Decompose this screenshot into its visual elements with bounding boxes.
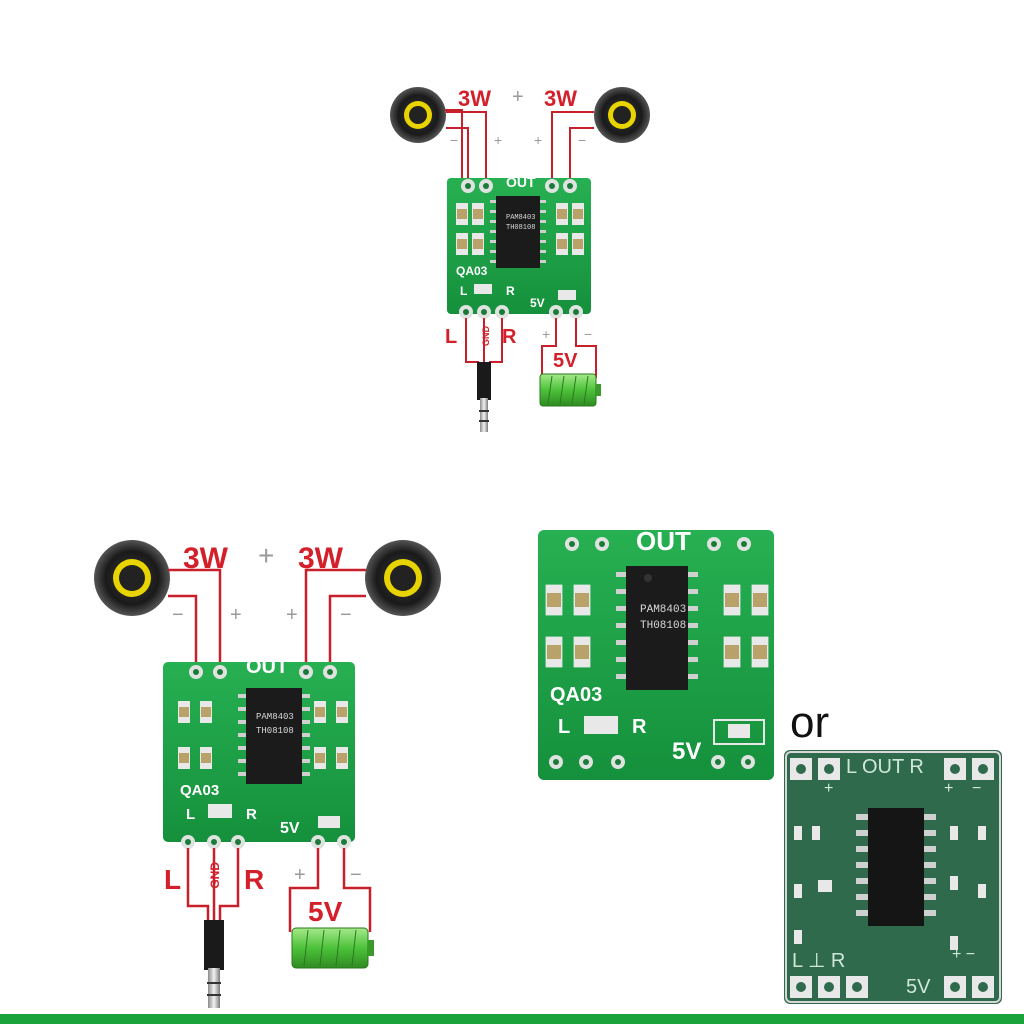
small-plus-b: + [534,132,543,148]
small-l-pad: L [460,284,468,298]
small-minus-b: − [578,132,587,148]
small-input-r: R [502,326,517,348]
alt-plus-right: + [944,780,954,797]
large-plus-b: + [286,604,298,626]
large-battery-label: 5V [308,896,343,927]
chip-small [496,196,540,268]
small-battery-label: 5V [553,350,578,372]
small-input-gnd: GND [481,326,491,346]
large-model-label: QA03 [180,782,220,799]
photo-chip-text2: TH08108 [640,620,687,632]
large-out-label: OUT [246,656,289,678]
alt-header-label: L OUT R [846,756,924,778]
large-input-r: R [244,864,265,895]
small-model-label: QA03 [456,264,488,278]
small-power-left: 3W [458,86,491,111]
large-input-l: L [164,864,182,895]
small-input-l: L [445,326,458,348]
board-alt [784,750,1002,1004]
photo-chip-text1: PAM8403 [640,604,687,616]
small-out-label: OUT [506,174,536,190]
large-chip-text2: TH08108 [256,726,294,736]
alt-bottom-right-label: 5V [906,976,931,998]
photo-model-label: QA03 [550,684,603,706]
large-bat-minus: − [350,864,362,886]
small-plus-mid: + [512,86,524,108]
photo-out-label: OUT [636,526,691,556]
speaker-left-large-icon [94,540,170,616]
large-minus-a: − [172,604,184,626]
speaker-right-large-icon [365,540,441,616]
battery-small-icon [539,373,601,407]
alt-minus-right: − [972,780,982,797]
large-power-right: 3W [298,542,343,575]
photo-l-pad: L [558,716,571,738]
photo-r-pad: R [632,716,647,738]
speaker-right-icon [594,87,650,143]
large-l-pad: L [186,806,196,823]
large-minus-b: − [340,604,352,626]
large-chip-text1: PAM8403 [256,712,294,722]
diagram-small [390,87,650,432]
alt-bottom-left-label: L ⊥ R [792,950,846,972]
small-plus-a: + [494,132,503,148]
speaker-left-icon [390,87,446,143]
large-plus-mid: + [258,540,275,571]
small-minus-a: − [450,132,459,148]
speaker-wires [445,109,594,184]
large-r-pad: R [246,806,257,823]
small-r-pad: R [506,284,515,298]
small-v-pad: 5V [530,296,545,310]
small-bat-minus: − [584,326,593,342]
small-power-right: 3W [544,86,577,111]
board-photo [538,530,774,780]
large-plus-a: + [230,604,242,626]
large-power-left: 3W [183,542,228,575]
large-bat-plus: + [294,864,306,886]
or-separator: or [790,698,830,747]
large-v-pad: 5V [280,820,300,837]
large-input-gnd: GND [208,862,222,889]
diagram-large [94,540,441,1008]
alt-battery-pm: + − [952,946,976,963]
small-chip-text2: TH08108 [506,224,536,232]
small-chip-text1: PAM8403 [506,214,536,222]
photo-v-pad: 5V [672,738,702,765]
battery-large-icon [291,927,374,969]
small-bat-plus: + [542,326,551,342]
audio-jack-small-icon [477,362,491,432]
bottom-bar [0,1014,1024,1024]
audio-jack-large-icon [204,920,224,1008]
alt-plus-left: + [824,780,834,797]
